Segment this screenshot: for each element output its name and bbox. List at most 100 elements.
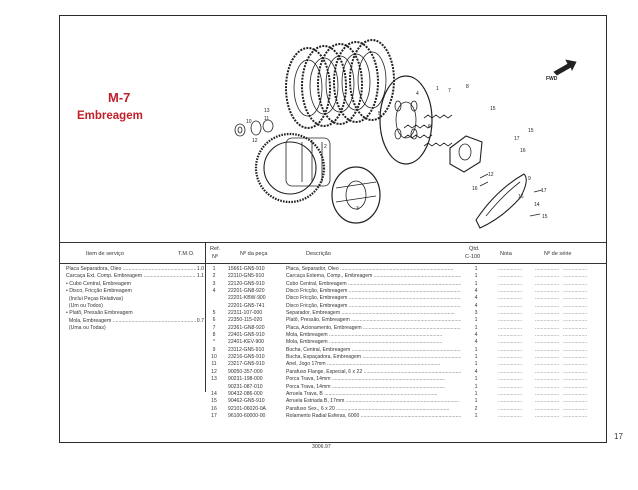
service-item-tmo: 1.1 — [195, 273, 204, 281]
part-ref: 12 — [211, 368, 217, 375]
leader-dots: ........................................… — [121, 266, 204, 272]
blank-field: ................. — [535, 280, 560, 287]
blank-field: ................. — [498, 324, 523, 331]
part-quantity: 4 — [474, 302, 478, 309]
callout-number: 1 — [436, 86, 439, 92]
friction-disc-stack — [285, 39, 395, 129]
part-quantity: 1 — [474, 273, 478, 280]
clutch-outer-housing — [254, 132, 331, 204]
part-quantity: 4 — [474, 295, 478, 302]
fwd-arrow-icon — [553, 59, 577, 76]
blank-field: ................. — [563, 412, 588, 419]
part-number: 92101-06020-0A — [228, 405, 266, 412]
table-header-rule — [59, 263, 607, 264]
blank-field: ................. — [563, 405, 588, 412]
blank-field: ................. — [563, 310, 588, 317]
blank-field: ................. — [563, 354, 588, 361]
service-item: • Cubo Central, Embreagem — [66, 281, 204, 288]
blank-field: ................. — [563, 398, 588, 405]
blank-field: ................. — [498, 339, 523, 346]
blank-field: ................. — [498, 266, 523, 272]
blank-field: ................. — [535, 332, 560, 339]
blank-field: ................. — [563, 280, 588, 287]
blank-field: ................. — [563, 266, 588, 272]
part-quantity: 1 — [474, 398, 478, 405]
blank-field: ................. — [498, 346, 523, 353]
service-item: (Um ou Todos) — [66, 303, 204, 310]
service-item-label: (Um ou Todos) — [66, 302, 103, 309]
callout-number: 16 — [518, 194, 524, 200]
callout-number: 13 — [264, 108, 270, 114]
blank-field: ................. — [535, 288, 560, 295]
page-number: 17 — [614, 432, 623, 441]
part-description: Parafuso Flange, Especial, 6 x 22 ......… — [286, 368, 461, 375]
blank-field: ................. — [535, 310, 560, 317]
blank-field: ................. — [535, 273, 560, 280]
callout-number: 11 — [264, 116, 269, 122]
part-quantity: 1 — [474, 390, 478, 397]
part-quantity: 1 — [474, 361, 478, 368]
clutch-center-hub — [331, 166, 381, 224]
blank-field: ................. — [498, 295, 523, 302]
part-number: 15661-GN5-910 — [228, 266, 265, 272]
part-description: Anel, Jogo 17mm ........................… — [286, 361, 441, 368]
part-ref: 3 — [212, 280, 216, 287]
blank-field: ................. — [535, 368, 560, 375]
part-quantity: 1 — [474, 266, 478, 272]
service-item: Placa Separadora, Óleo .................… — [66, 266, 204, 274]
service-item-label: • Disco, Fricção Embreagem — [66, 288, 132, 295]
callout-number: 10 — [246, 119, 252, 125]
service-item-tmo: 1.0 — [195, 266, 204, 274]
bolts — [479, 173, 543, 217]
part-quantity: 4 — [474, 339, 478, 346]
service-item: Mola, Embreagem ........................… — [66, 317, 204, 326]
callout-number: 7 — [448, 88, 451, 94]
part-quantity: 1 — [474, 412, 478, 419]
footer-date: 3006.97 — [312, 444, 331, 450]
blank-field: ................. — [535, 405, 560, 412]
part-description: Rolamento Radial Esferas, 6000 .........… — [286, 412, 461, 419]
part-description: Porca Trava, 14mm ......................… — [286, 376, 446, 383]
blank-field: ................. — [498, 310, 523, 317]
service-item-tmo: 0.7 — [195, 317, 204, 326]
part-number: 23217-GN5-910 — [228, 361, 265, 368]
blank-field: ................. — [563, 324, 588, 331]
part-ref: 17 — [211, 412, 217, 419]
part-quantity: 3 — [474, 310, 478, 317]
blank-field: ................. — [498, 273, 523, 280]
part-description: Bucha, Central, Embreagem ..............… — [286, 346, 461, 353]
blank-field: ................. — [563, 295, 588, 302]
part-quantity: 1 — [474, 346, 478, 353]
oil-separator-plate — [475, 173, 527, 229]
part-ref: 14 — [211, 390, 217, 397]
part-description: Bucha, Espaçadora, Embreagem ...........… — [286, 354, 461, 361]
blank-field: ................. — [535, 324, 560, 331]
blank-field: ................. — [535, 412, 560, 419]
service-item-label: Placa Separadora, Óleo — [66, 266, 122, 272]
service-item: (Inclui Peças Relativas) — [66, 296, 204, 303]
blank-field: ................. — [535, 266, 560, 272]
callout-number: 12 — [252, 138, 258, 144]
part-ref: 4 — [212, 288, 216, 295]
part-description: Disco Fricção, Embreagem ...............… — [286, 295, 461, 302]
service-item: (Uma ou Todas) — [66, 325, 204, 332]
part-number: 22201-GN8-920 — [228, 288, 265, 295]
part-description: Parafuso Sex., 6 x 20 ..................… — [286, 405, 450, 412]
part-quantity: 4 — [474, 368, 478, 375]
fwd-label: FWD — [546, 76, 558, 82]
header-tmo: T.M.O. — [178, 251, 195, 257]
service-item-label: (Uma ou Todas) — [66, 325, 106, 332]
callout-number: 5 — [378, 111, 381, 117]
section-code: M-7 — [108, 90, 131, 105]
part-number: 96100-60000-00 — [228, 412, 266, 419]
callout-number: 15 — [490, 106, 496, 112]
blank-field: ................. — [535, 295, 560, 302]
callout-number: 17 — [514, 136, 520, 142]
leader-dots: ........................................… — [111, 317, 197, 324]
blank-field: ................. — [498, 280, 523, 287]
callout-number: 2 — [324, 144, 327, 150]
part-ref: 5 — [212, 310, 216, 317]
table-divider — [205, 242, 206, 392]
part-number: 22350-115-020 — [228, 317, 263, 324]
part-ref: 8 — [212, 332, 216, 339]
